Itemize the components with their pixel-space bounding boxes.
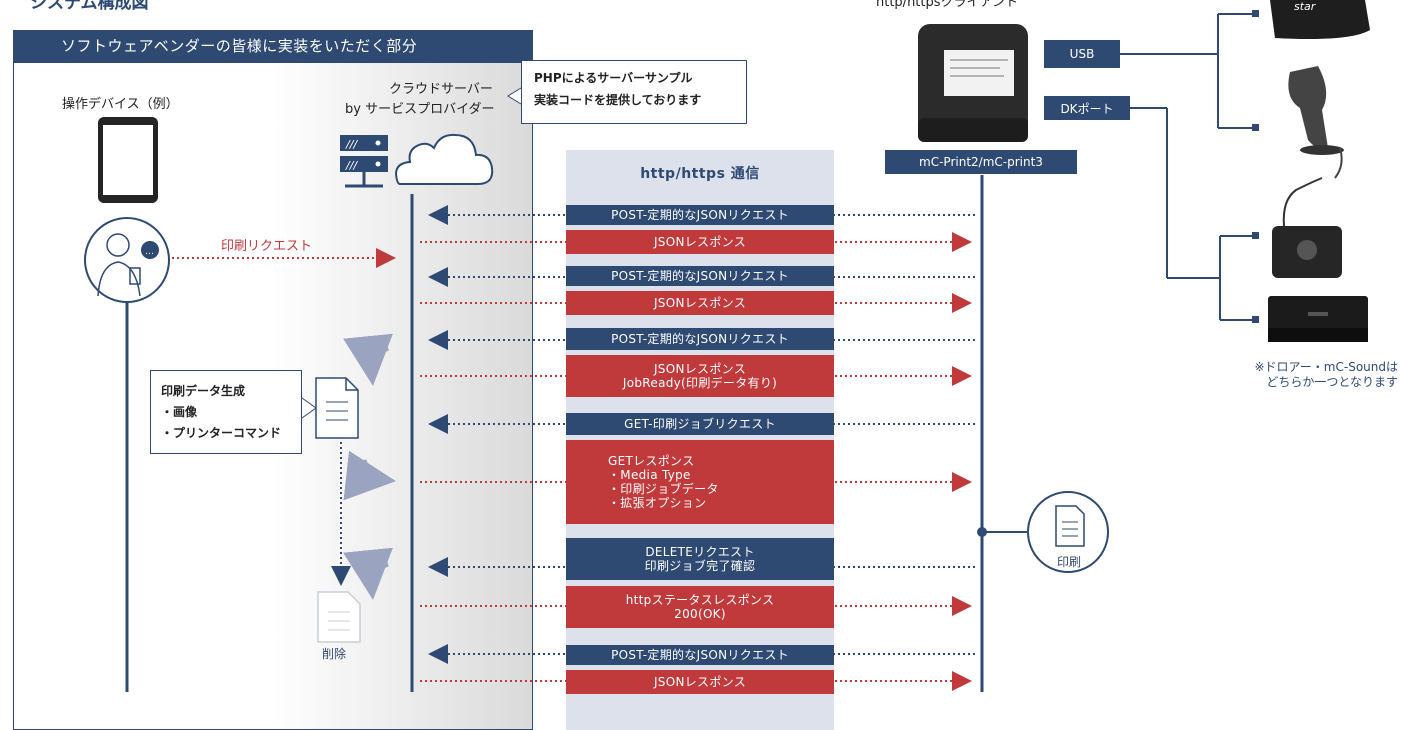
- data-generation-box: 印刷データ生成 ・画像 ・プリンターコマンド: [150, 370, 302, 454]
- cash-drawer-icon: [1268, 296, 1368, 342]
- message-box: JSONレスポンス: [566, 291, 834, 315]
- message-box: JSONレスポンス: [566, 230, 834, 254]
- print-document-icon: [1055, 505, 1085, 547]
- client-label: http/httpsクライアント: [876, 0, 1019, 10]
- device-label: 操作デバイス（例）: [62, 97, 179, 112]
- sound-device-icon: [1272, 177, 1342, 278]
- message-text: GET-印刷ジョブリクエスト: [624, 417, 776, 431]
- note-line-2: どちらか一つとなります: [1266, 375, 1398, 389]
- message-box: POST-定期的なJSONリクエスト: [566, 205, 834, 225]
- message-text: GETレスポンス: [608, 454, 695, 468]
- dk-port-label: DKポート: [1044, 96, 1130, 120]
- message-text: JSONレスポンス: [653, 296, 747, 310]
- message-lines: [420, 205, 975, 691]
- message-box: JSONレスポンス JobReady(印刷データ有り): [566, 355, 834, 397]
- get-response-item: ・拡張オプション: [608, 496, 707, 510]
- callout-line-2: 実装コードを提供しております: [534, 93, 702, 107]
- usb-label: USB: [1044, 40, 1120, 68]
- message-box: GETレスポンス ・Media Type ・印刷ジョブデータ ・拡張オプション: [566, 440, 834, 524]
- data-generation-item: ・画像: [161, 405, 198, 419]
- cloud-icon: [394, 133, 494, 185]
- section-title: システム構成図: [30, 0, 149, 13]
- print-label: 印刷: [1056, 555, 1081, 569]
- callout-line-1: PHPによるサーバーサンプル: [534, 71, 693, 85]
- printer-model-label: mC-Print2/mC-print3: [885, 150, 1077, 174]
- svg-text:///: ///: [345, 159, 358, 172]
- message-box: POST-定期的なJSONリクエスト: [566, 645, 834, 665]
- message-text: POST-定期的なJSONリクエスト: [611, 269, 789, 283]
- message-text: JSONレスポンス: [653, 362, 747, 376]
- tablet-icon: [98, 117, 158, 203]
- svg-text:…: …: [145, 247, 154, 257]
- peripheral-note: ※ドロアー・mC-Soundは どちらか一つとなります: [1186, 360, 1398, 390]
- server-label-2: by サービスプロバイダー: [345, 102, 495, 117]
- message-text: 200(OK): [674, 607, 726, 621]
- note-line-1: ※ドロアー・mC-Soundは: [1254, 360, 1398, 374]
- message-text: JobReady(印刷データ有り): [622, 376, 778, 390]
- scanner-icon: [1288, 66, 1344, 179]
- delete-label: 削除: [322, 647, 347, 661]
- server-icon: /// ///: [340, 135, 388, 188]
- message-box: DELETEリクエスト 印刷ジョブ完了確認: [566, 538, 834, 580]
- user-icon: …: [84, 217, 170, 303]
- message-text: POST-定期的なJSONリクエスト: [611, 208, 789, 222]
- message-box: POST-定期的なJSONリクエスト: [566, 328, 834, 350]
- display-icon: star: [1270, 0, 1370, 39]
- message-text: DELETEリクエスト: [645, 545, 755, 559]
- message-text: JSONレスポンス: [653, 235, 747, 249]
- server-label-1: クラウドサーバー: [389, 82, 493, 97]
- message-box: JSONレスポンス: [566, 670, 834, 694]
- message-text: POST-定期的なJSONリクエスト: [611, 332, 789, 346]
- message-text: httpステータスレスポンス: [625, 593, 775, 607]
- vendor-section-header: ソフトウェアベンダーの皆様に実装をいただく部分: [13, 30, 533, 63]
- data-generation-item: ・プリンターコマンド: [161, 426, 282, 440]
- deleted-document-icon: [317, 591, 361, 643]
- print-request-label: 印刷リクエスト: [221, 239, 313, 254]
- message-text: 印刷ジョブ完了確認: [644, 559, 756, 573]
- get-response-item: ・Media Type: [608, 468, 691, 482]
- message-text: JSONレスポンス: [653, 675, 747, 689]
- svg-text:star: star: [1294, 0, 1317, 13]
- svg-text:///: ///: [345, 138, 358, 151]
- data-generation-title: 印刷データ生成: [161, 384, 246, 398]
- message-box: httpステータスレスポンス 200(OK): [566, 586, 834, 628]
- message-text: POST-定期的なJSONリクエスト: [611, 648, 789, 662]
- message-box: GET-印刷ジョブリクエスト: [566, 413, 834, 435]
- get-response-item: ・印刷ジョブデータ: [608, 482, 719, 496]
- printer-icon: [918, 24, 1028, 142]
- sample-code-callout: PHPによるサーバーサンプル 実装コードを提供しております: [521, 60, 747, 124]
- message-box: POST-定期的なJSONリクエスト: [566, 266, 834, 286]
- communication-title: http/https 通信: [640, 166, 760, 182]
- document-icon: [315, 377, 359, 439]
